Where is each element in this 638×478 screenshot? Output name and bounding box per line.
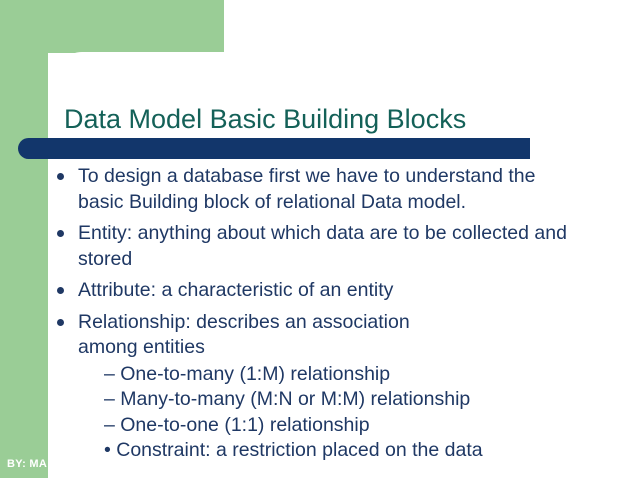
bullet-line: Entity: anything about which data are to… [78, 222, 567, 244]
sub-list-item: – One-to-many (1:M) relationship [104, 362, 391, 385]
bullet-line: To design a database first we have to un… [78, 165, 536, 187]
author-footer: BY: MA [7, 458, 48, 470]
green-sidebar-decoration [0, 0, 48, 478]
bullet-line: Relationship: describes an association [78, 310, 410, 333]
list-item: To design a database first we have to un… [52, 164, 632, 215]
navy-divider-bar [18, 138, 530, 159]
bullet-line: among entities [78, 336, 205, 358]
bullet-line: Attribute: a characteristic of an entity [78, 279, 394, 301]
bullet-line: stored [78, 247, 133, 270]
slide-body: To design a database first we have to un… [52, 164, 632, 470]
sub-list-item: – One-to-one (1:1) relationship [104, 413, 370, 436]
page-title: Data Model Basic Building Blocks [64, 104, 467, 135]
list-item: Attribute: a characteristic of an entity [52, 278, 632, 304]
bullet-line: basic Building block of relational Data … [78, 190, 467, 213]
white-content-panel [56, 52, 638, 478]
bullet-disc-icon [57, 173, 64, 180]
green-topblock-decoration [0, 0, 224, 53]
sub-list-item: • Constraint: a restriction placed on th… [104, 439, 483, 461]
sub-list-item: – Many-to-many (M:N or M:M) relationship [104, 388, 471, 410]
sub-list: – One-to-many (1:M) relationship – Many-… [78, 362, 632, 464]
bullet-disc-icon [57, 318, 64, 326]
bullet-disc-icon [57, 287, 64, 294]
list-item: Entity: anything about which data are to… [52, 221, 632, 272]
bullet-disc-icon [57, 230, 64, 237]
list-item: Relationship: describes an association a… [52, 310, 632, 464]
